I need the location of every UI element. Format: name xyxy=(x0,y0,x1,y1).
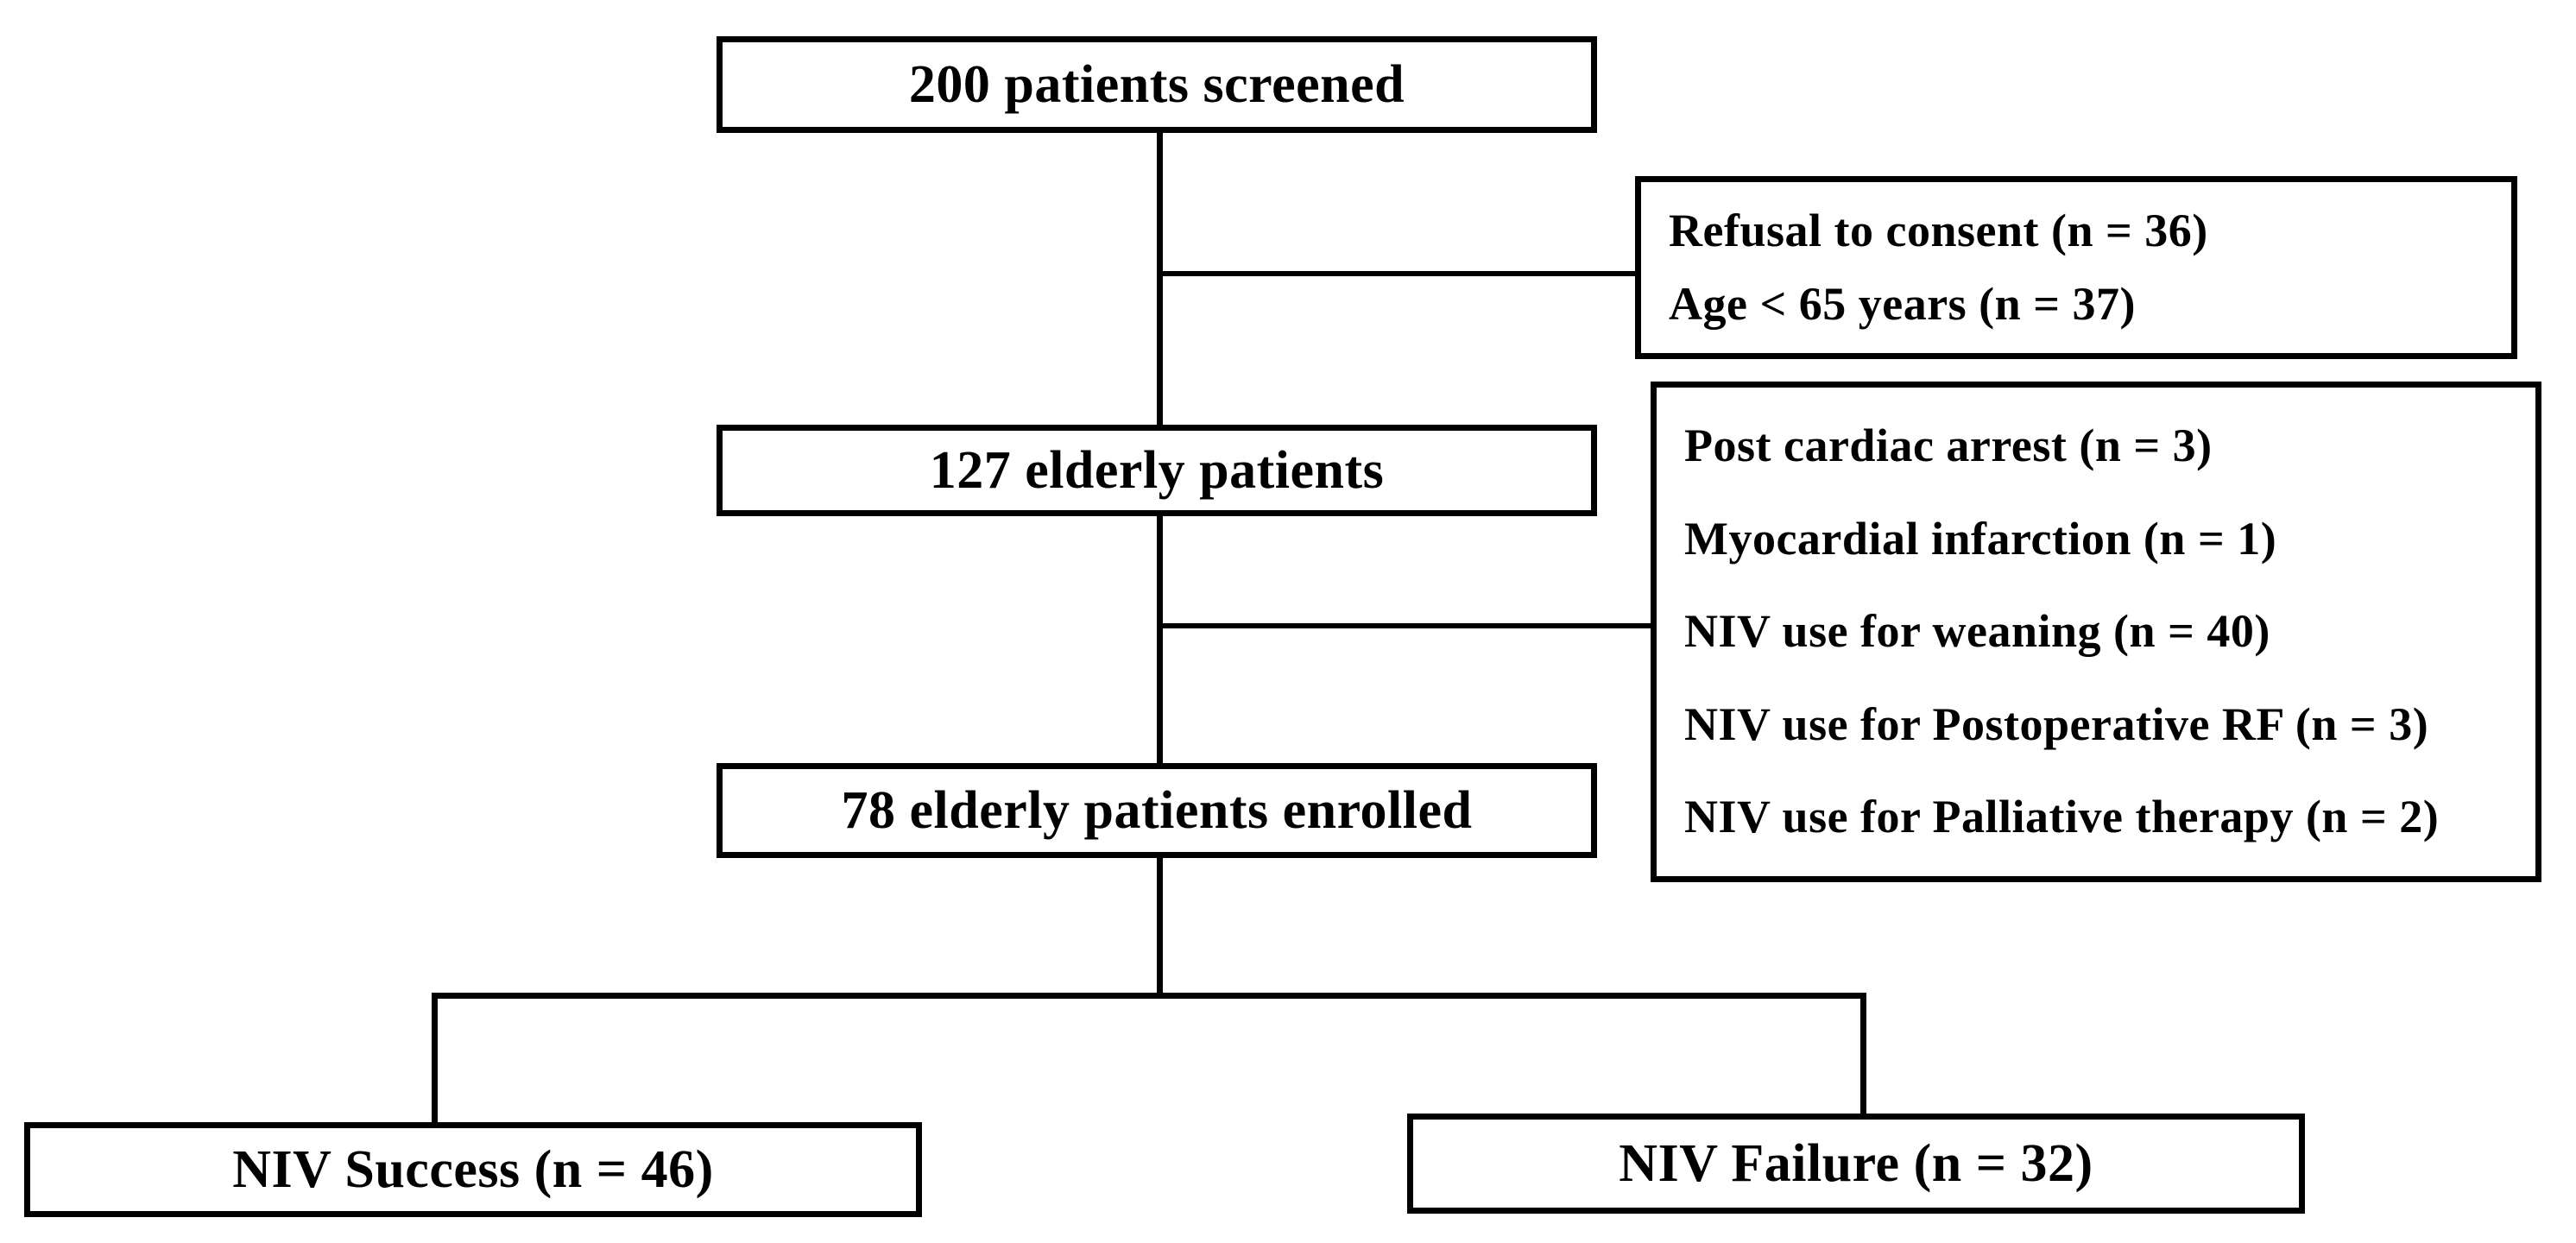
connector-to-excluded-eligibility xyxy=(1160,623,1652,628)
excluded-eligibility-line: Myocardial infarction (n = 1) xyxy=(1684,512,2277,565)
branch-drop-failure xyxy=(1860,993,1866,1117)
screened-label: 200 patients screened xyxy=(908,54,1405,114)
excluded-eligibility-line: NIV use for weaning (n = 40) xyxy=(1684,605,2270,658)
niv-success-label: NIV Success (n = 46) xyxy=(232,1139,714,1199)
elderly-patients-label: 127 elderly patients xyxy=(929,440,1385,500)
enrolled-patients-label: 78 elderly patients enrolled xyxy=(841,780,1473,840)
enrolled-patients-box: 78 elderly patients enrolled xyxy=(717,763,1597,858)
connector-to-excluded-screening xyxy=(1160,271,1637,276)
excluded-screening-line: Age < 65 years (n = 37) xyxy=(1669,277,2136,330)
niv-success-box: NIV Success (n = 46) xyxy=(24,1122,922,1217)
elderly-patients-box: 127 elderly patients xyxy=(717,425,1597,516)
branch-horizontal-bar xyxy=(432,993,1866,999)
excluded-eligibility-box: Post cardiac arrest (n = 3) Myocardial i… xyxy=(1651,382,2541,882)
excluded-eligibility-line: NIV use for Postoperative RF (n = 3) xyxy=(1684,697,2429,750)
branch-drop-success xyxy=(432,993,438,1126)
excluded-screening-line: Refusal to consent (n = 36) xyxy=(1669,204,2208,256)
niv-failure-box: NIV Failure (n = 32) xyxy=(1407,1114,2305,1214)
excluded-screening-box: Refusal to consent (n = 36) Age < 65 yea… xyxy=(1635,176,2517,359)
niv-failure-label: NIV Failure (n = 32) xyxy=(1619,1133,2093,1193)
connector-screened-to-elderly xyxy=(1157,129,1163,428)
excluded-eligibility-line: NIV use for Palliative therapy (n = 2) xyxy=(1684,791,2440,843)
screened-box: 200 patients screened xyxy=(717,36,1597,133)
excluded-eligibility-line: Post cardiac arrest (n = 3) xyxy=(1684,420,2213,472)
connector-enrolled-to-branch xyxy=(1157,855,1163,998)
connector-elderly-to-enrolled xyxy=(1157,513,1163,767)
